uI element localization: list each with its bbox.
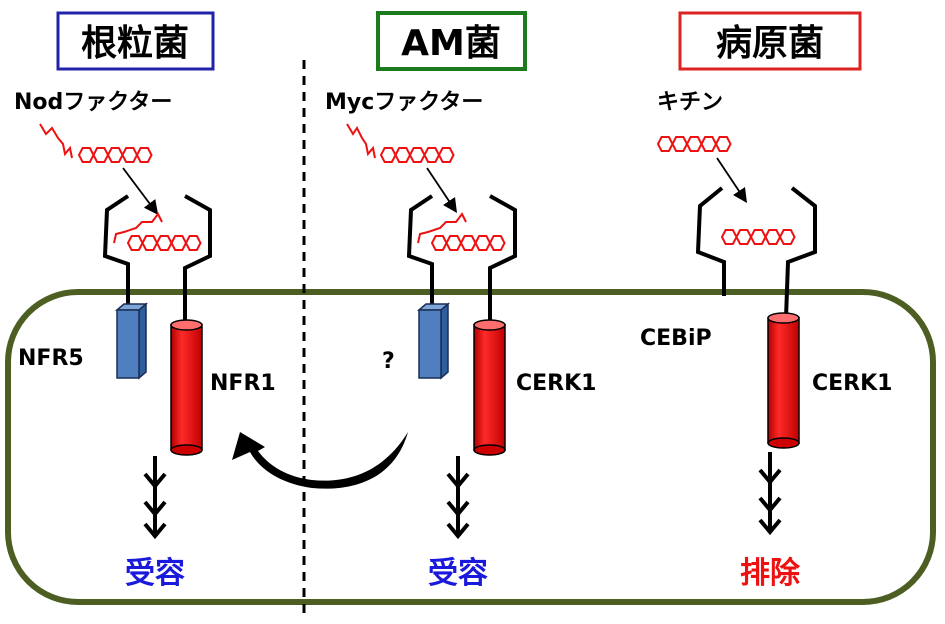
cerk1-receptor-am-bottom — [473, 444, 506, 456]
binding-arrow-rhizobia — [122, 167, 159, 215]
column-am: AM菌 Mycファクター ? CERK1 受容 — [325, 11, 596, 591]
nfr5-receptor-side — [138, 302, 147, 380]
title-rhizobia: 根粒菌 — [81, 23, 189, 64]
lipo-tail-bound-rhizobia — [113, 212, 163, 244]
sugar-ring — [77, 147, 95, 163]
title-am: AM菌 — [401, 23, 501, 64]
sugar-ring — [685, 136, 703, 152]
oligosaccharide-bound-rhizobia — [126, 235, 202, 251]
outcome-rhizobia: 受容 — [125, 556, 185, 591]
cerk1-receptor-pathogen-bottom — [767, 437, 800, 449]
label-cebip: CEBiP — [640, 326, 712, 351]
signal-arrow-rhizobia — [143, 456, 167, 540]
lipo-tail-rhizobia — [39, 123, 73, 159]
signal-arrowhead — [758, 518, 782, 536]
ligand-label-pathogen: キチン — [657, 90, 723, 115]
lipo-tail-am — [346, 123, 376, 159]
unknown-receptor — [418, 309, 442, 379]
nfr1-receptor-top — [170, 319, 203, 331]
sugar-ring — [135, 147, 153, 163]
sugar-ring — [735, 229, 753, 245]
receptor-ecd-right-pathogen — [784, 186, 817, 319]
title-pathogen: 病原菌 — [716, 23, 824, 64]
cell-membrane — [5, 289, 936, 605]
unknown-receptor-side — [440, 302, 449, 380]
nfr1-receptor-bottom — [170, 444, 203, 456]
cerk1-receptor-pathogen — [767, 317, 800, 444]
sugar-ring — [379, 147, 397, 163]
sugar-ring — [423, 147, 441, 163]
column-pathogen: 病原菌 キチン CEBiP CERK1 排除 — [640, 11, 892, 591]
receptor-ecd-right-am — [488, 194, 517, 325]
cerk1-receptor-am — [473, 324, 506, 451]
sugar-ring — [445, 235, 463, 251]
crosstalk-curved-arrow — [232, 432, 408, 489]
sugar-ring — [437, 147, 455, 163]
signal-chevron — [446, 472, 470, 490]
title-box-rhizobia — [56, 11, 215, 71]
column-rhizobia: 根粒菌 Nodファクター NFR5 NFR1 受容 — [14, 11, 276, 591]
signal-chevron — [758, 496, 782, 514]
sugar-ring — [121, 147, 139, 163]
title-box-am — [376, 11, 527, 71]
sugar-ring — [430, 235, 448, 251]
signal-arrowhead — [143, 522, 167, 540]
signal-arrow-am — [446, 456, 470, 540]
binding-arrow-pathogen — [716, 157, 747, 203]
sugar-ring — [656, 136, 674, 152]
label-nfr5: NFR5 — [18, 346, 84, 371]
sugar-ring — [474, 235, 492, 251]
label-nfr1: NFR1 — [210, 371, 276, 396]
receptor-ecd-left-rhizobia — [102, 194, 130, 305]
cerk1-receptor-pathogen-top — [767, 312, 800, 324]
sugar-ring — [106, 147, 124, 163]
sugar-ring — [155, 235, 173, 251]
chitin-free — [656, 136, 732, 152]
label-unknown-receptor: ? — [382, 349, 395, 374]
label-cerk1-pathogen: CERK1 — [812, 371, 892, 396]
receptor-ecd-left-am — [406, 194, 434, 305]
sugar-ring — [141, 235, 159, 251]
signal-arrow-pathogen — [758, 452, 782, 536]
ligand-label-am: Mycファクター — [325, 90, 483, 115]
oligosaccharide-bound-am — [430, 235, 506, 251]
signal-arrowhead — [446, 522, 470, 540]
sugar-ring — [700, 136, 718, 152]
sugar-ring — [184, 235, 202, 251]
signal-chevron — [143, 500, 167, 518]
outcome-am: 受容 — [428, 556, 488, 591]
sugar-ring — [778, 229, 796, 245]
chitin-bound — [720, 229, 796, 245]
ligand-label-rhizobia: Nodファクター — [14, 90, 172, 115]
sugar-ring — [459, 235, 477, 251]
sugar-ring — [170, 235, 188, 251]
sugar-ring — [749, 229, 767, 245]
label-cerk1-am: CERK1 — [516, 371, 596, 396]
sugar-ring — [92, 147, 110, 163]
sugar-ring — [714, 136, 732, 152]
nfr1-receptor — [170, 324, 203, 451]
sugar-ring — [408, 147, 426, 163]
sugar-ring — [126, 235, 144, 251]
lipo-tail-bound-am — [417, 212, 467, 244]
nfr5-receptor — [116, 309, 140, 379]
oligosaccharide-free-rhizobia — [77, 147, 153, 163]
title-box-pathogen — [678, 11, 862, 71]
sugar-ring — [720, 229, 738, 245]
signal-chevron — [758, 468, 782, 486]
sugar-ring — [394, 147, 412, 163]
sugar-ring — [764, 229, 782, 245]
receptor-ecd-left-pathogen — [695, 186, 726, 296]
sugar-ring — [671, 136, 689, 152]
receptor-ecd-right-rhizobia — [183, 194, 212, 325]
binding-arrow-am — [426, 167, 457, 213]
sugar-ring — [488, 235, 506, 251]
outcome-pathogen: 排除 — [740, 556, 801, 591]
signal-chevron — [143, 472, 167, 490]
oligosaccharide-free-am — [379, 147, 455, 163]
cerk1-receptor-am-top — [473, 319, 506, 331]
signal-chevron — [446, 500, 470, 518]
